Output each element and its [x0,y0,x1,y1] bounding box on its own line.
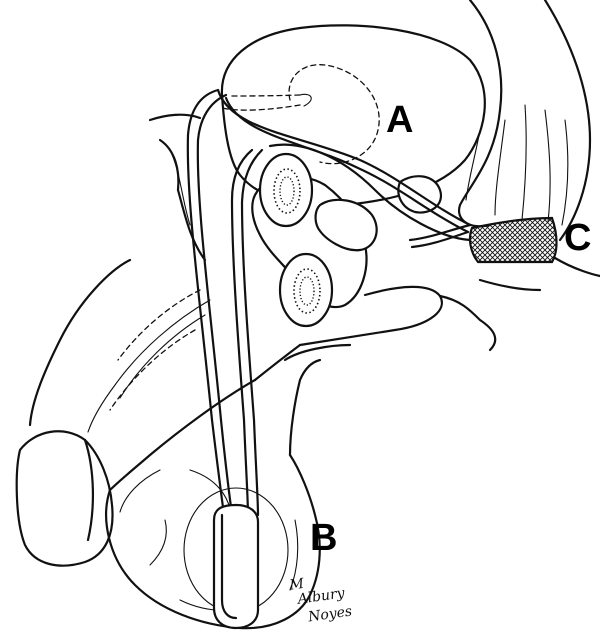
corpus-cross-section-lower [280,254,332,326]
label-c: C [564,217,591,259]
pubic-tissue [150,115,205,260]
label-b: B [310,517,337,559]
urethral-cuff [470,218,557,262]
pump-bulb [214,505,258,628]
corpus-cross-section-upper [260,154,312,226]
label-a: A [386,99,413,141]
artist-signature: M Albury Noyes [288,570,353,628]
signature-last-name: Noyes [306,603,353,625]
glans [17,431,113,565]
